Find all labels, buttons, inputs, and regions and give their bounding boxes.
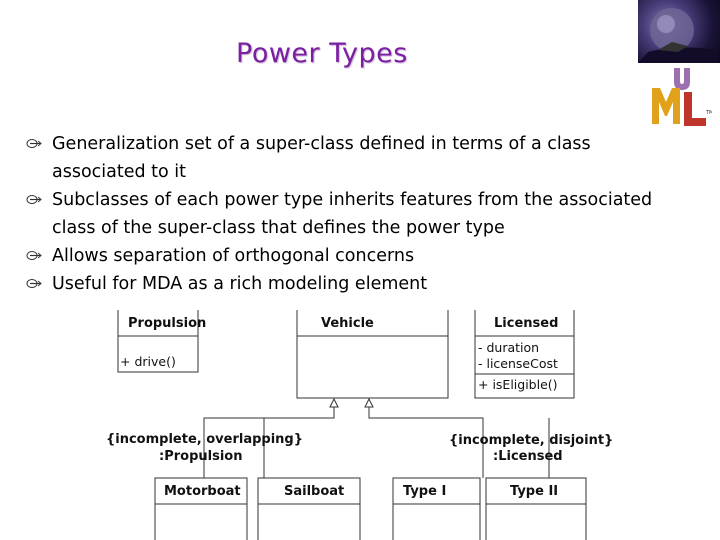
class-licensed: Licensed - duration - licenseCost + isEl…: [474, 310, 575, 399]
class-sailboat: Sailboat: [257, 477, 361, 540]
class-type-2: Type II: [485, 477, 587, 540]
pen-bullet-icon: [26, 195, 42, 204]
pen-bullet-icon: [26, 279, 42, 288]
bullet-text: Subclasses of each power type inherits f…: [52, 190, 653, 238]
generalization-arrows: [203, 397, 550, 478]
planet-photo-icon: [638, 0, 720, 63]
bullet-list: Generalization set of a super-class defi…: [26, 130, 666, 298]
generalization-triangle: [329, 397, 339, 408]
generalization-triangle: [364, 397, 374, 408]
slide-title: Power Types: [236, 38, 408, 69]
class-name: Vehicle: [321, 316, 374, 331]
class-name: Type II: [510, 484, 558, 499]
pen-bullet-icon: [26, 251, 42, 260]
class-attribute: - licenseCost: [478, 356, 558, 371]
generalization-set-powertype: :Licensed: [493, 449, 563, 464]
bullet-item: Useful for MDA as a rich modeling elemen…: [26, 270, 666, 298]
bullet-item: Subclasses of each power type inherits f…: [26, 186, 666, 242]
class-name: Type I: [403, 484, 446, 499]
class-name: Propulsion: [128, 316, 206, 331]
uml-diagram: Propulsion + drive() Vehicle Licensed - …: [106, 310, 613, 540]
bullet-text: Useful for MDA as a rich modeling elemen…: [52, 274, 428, 294]
bullet-text: Generalization set of a super-class defi…: [52, 134, 591, 182]
class-name: Motorboat: [164, 484, 241, 499]
class-propulsion: Propulsion + drive(): [117, 310, 206, 373]
uml-logo-icon: TM: [652, 68, 712, 126]
pen-bullet-icon: [26, 139, 42, 148]
class-operation: + drive(): [120, 354, 176, 369]
class-type-1: Type I: [392, 477, 481, 540]
bullet-item: Allows separation of orthogonal concerns: [26, 242, 666, 270]
class-vehicle: Vehicle: [296, 310, 449, 399]
bullet-text: Allows separation of orthogonal concerns: [52, 246, 415, 266]
generalization-set-constraint: {incomplete, disjoint}: [449, 433, 613, 448]
class-operation: + isEligible(): [478, 377, 558, 392]
svg-text:TM: TM: [705, 110, 712, 116]
class-attribute: - duration: [478, 340, 539, 355]
class-name: Sailboat: [284, 484, 344, 499]
class-name: Licensed: [494, 316, 558, 331]
generalization-set-powertype: :Propulsion: [159, 449, 242, 464]
class-motorboat: Motorboat: [154, 477, 248, 540]
bullet-item: Generalization set of a super-class defi…: [26, 130, 666, 186]
generalization-set-constraint: {incomplete, overlapping}: [106, 432, 303, 447]
